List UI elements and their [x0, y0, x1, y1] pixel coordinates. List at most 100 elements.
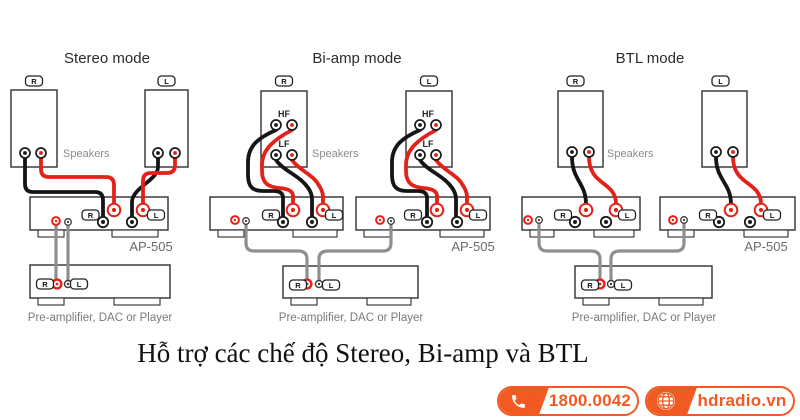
- hf-terminal-positive: [430, 119, 442, 131]
- svg-text:R: R: [31, 77, 37, 86]
- amp-foot: [111, 229, 159, 238]
- hf-terminal-negative: [414, 119, 426, 131]
- svg-text:L: L: [164, 77, 169, 86]
- amp-terminal-positive: [429, 202, 445, 218]
- svg-text:R: R: [42, 280, 48, 289]
- amp-terminal-positive: [578, 202, 594, 218]
- amp-terminal-positive: [106, 202, 122, 218]
- channel-badge-l: L: [69, 278, 89, 290]
- phone-badge-cap: [499, 388, 537, 414]
- website-url: hdradio.vn: [697, 391, 787, 410]
- speaker-box-right: [10, 89, 58, 168]
- svg-text:L: L: [718, 77, 723, 86]
- wiring-diagram: Stereo mode R L R L R L Speakers AP-50: [10, 50, 796, 324]
- preamp-foot: [658, 297, 704, 306]
- source-label: Pre-amplifier, DAC or Player: [28, 312, 173, 324]
- website-badge-cap: [647, 388, 685, 414]
- speaker-box-right: [557, 90, 604, 168]
- svg-text:R: R: [705, 211, 711, 220]
- interconnect-cable-left: [317, 222, 393, 283]
- svg-text:L: L: [154, 211, 159, 220]
- svg-text:R: R: [573, 77, 579, 86]
- phone-number: 1800.0042: [548, 391, 632, 410]
- amp-model-label: AP-505: [744, 239, 787, 254]
- speaker-wire-red-left: [141, 156, 177, 208]
- amp-terminal-negative: [743, 215, 757, 229]
- amp-foot: [743, 229, 789, 238]
- phone-badge[interactable]: 1800.0042: [497, 386, 639, 416]
- amp-input-jack-red: [375, 215, 385, 225]
- channel-badge-l: L: [762, 209, 782, 221]
- speaker-box-left: [701, 90, 748, 168]
- channel-badge-r: R: [81, 209, 100, 221]
- speaker-wire-red-right: [39, 156, 116, 208]
- hf-terminal-negative: [270, 119, 282, 131]
- amp-terminal-positive: [723, 202, 739, 218]
- lf-label: LF: [279, 139, 290, 149]
- lf-terminal-positive: [430, 149, 442, 161]
- panel-title: Bi-amp mode: [312, 50, 401, 67]
- speaker-wire-red-left: [731, 155, 763, 206]
- lf-terminal-negative: [270, 149, 282, 161]
- channel-badge-r: R: [35, 278, 55, 290]
- svg-text:R: R: [560, 211, 566, 220]
- speaker-terminal-positive: [169, 147, 181, 159]
- channel-badge-l: L: [419, 75, 439, 87]
- speaker-wire-black-right: [570, 155, 588, 206]
- speaker-box-left: [144, 89, 189, 168]
- btl-panel: BTL mode R L: [521, 50, 796, 324]
- amp-input-jack-red: [523, 215, 533, 225]
- channel-badge-r: R: [403, 209, 423, 221]
- channel-badge-l: L: [711, 75, 730, 87]
- speaker-wire-black-left: [130, 156, 160, 220]
- channel-badge-r: R: [553, 209, 573, 221]
- amp-terminal-negative: [96, 215, 110, 229]
- amp-foot: [529, 229, 555, 238]
- amp-input-jack-white: [535, 216, 543, 224]
- channel-badge-r: R: [698, 209, 718, 221]
- hf-label: HF: [422, 109, 434, 119]
- svg-text:L: L: [621, 281, 626, 290]
- svg-text:R: R: [281, 77, 287, 86]
- stereo-panel: Stereo mode R L R L R L Speakers AP-50: [10, 50, 189, 324]
- speaker-terminal-negative: [19, 147, 31, 159]
- amp-terminal-negative: [125, 215, 139, 229]
- svg-text:L: L: [625, 211, 630, 220]
- speaker-terminal-positive: [35, 147, 47, 159]
- speakers-label: Speakers: [607, 148, 654, 160]
- speaker-terminal-negative: [152, 147, 164, 159]
- preamp-foot: [582, 297, 610, 306]
- amp-input-jack-red: [230, 215, 240, 225]
- speaker-wire-black-left: [714, 155, 733, 206]
- globe-icon: [657, 392, 675, 410]
- preamp-foot: [366, 297, 412, 306]
- channel-badge-l: L: [613, 279, 633, 291]
- svg-text:R: R: [410, 211, 416, 220]
- channel-badge-l: L: [157, 75, 176, 87]
- channel-badge-r: R: [288, 279, 308, 291]
- caption: Hỗ trợ các chế độ Stereo, Bi-amp và BTL: [137, 338, 589, 368]
- svg-text:L: L: [329, 281, 334, 290]
- preamp-foot: [290, 297, 318, 306]
- channel-badge-l: L: [146, 209, 166, 221]
- speaker-box-right: [260, 90, 308, 168]
- speakers-label: Speakers: [63, 148, 110, 160]
- interconnect-cable-right: [537, 221, 602, 283]
- preamp-foot: [37, 297, 65, 306]
- channel-badge-l: L: [324, 209, 344, 221]
- svg-text:L: L: [770, 211, 775, 220]
- channel-badge-l: L: [468, 209, 488, 221]
- amp-input-jack-white: [242, 217, 250, 225]
- speaker-terminal-negative: [710, 146, 722, 158]
- speaker-terminal-positive: [583, 146, 595, 158]
- svg-text:R: R: [587, 281, 593, 290]
- amp-input-jack-red: [668, 215, 678, 225]
- hf-label: HF: [278, 109, 290, 119]
- amp-foot: [439, 229, 485, 238]
- amp-foot: [217, 229, 245, 238]
- website-badge[interactable]: hdradio.vn: [645, 386, 795, 416]
- amp-input-jack-white: [680, 216, 688, 224]
- interconnect-cable-right: [244, 222, 309, 283]
- amp-model-label: AP-505: [129, 239, 172, 254]
